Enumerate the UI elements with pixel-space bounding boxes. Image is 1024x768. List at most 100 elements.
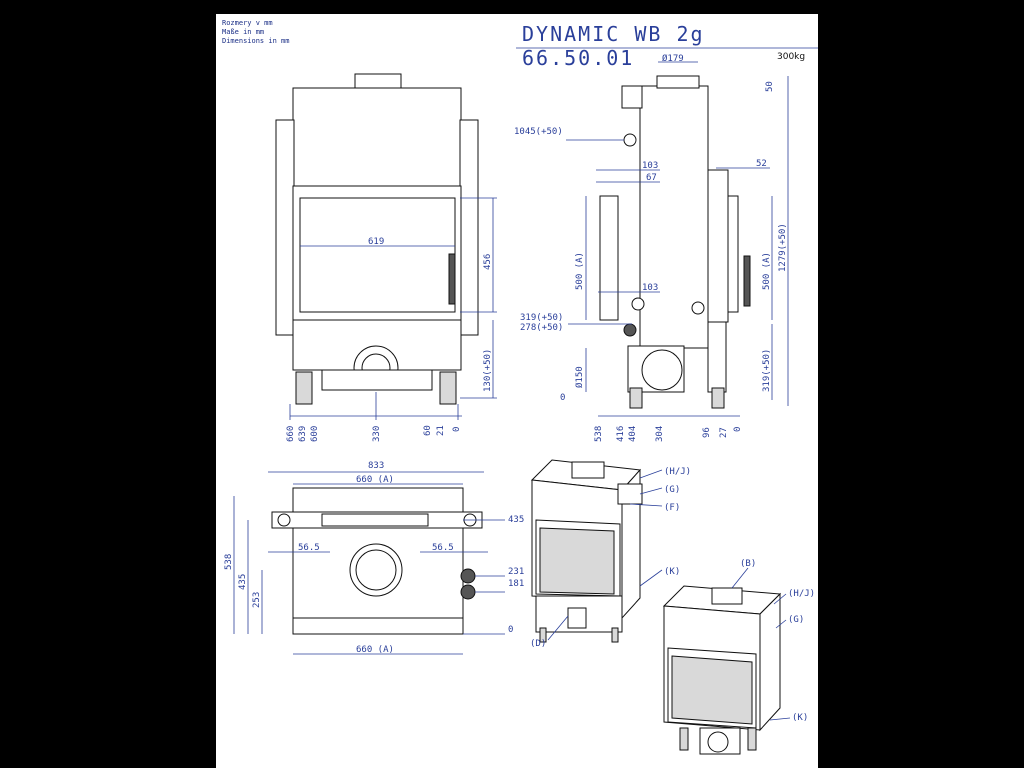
iso2-chamber [671, 655, 753, 725]
top-dim-181: 181 [508, 579, 524, 589]
side-bottom-27: 27 [719, 427, 729, 438]
side-dim-d150: Ø150 [574, 366, 585, 388]
side-dim-d179: Ø179 [662, 53, 684, 64]
top-dim-56a: 56.5 [298, 543, 320, 553]
side-port-1045 [623, 133, 637, 147]
top-dim-253: 253 [252, 592, 262, 608]
front-bottom-639: 639 [298, 426, 308, 442]
top-dim-538: 538 [224, 554, 234, 570]
side-dim-103a: 103 [642, 161, 658, 171]
front-legs-bar [321, 369, 433, 391]
iso1-callout-d: (D) [530, 639, 546, 649]
iso1-callout-k: (K) [664, 567, 680, 577]
side-port-319 [631, 297, 645, 311]
front-dim-456: 456 [483, 254, 493, 270]
units-line-de: Maße in mm [222, 28, 265, 36]
side-dim-1045: 1045(+50) [514, 127, 563, 137]
front-handle [448, 253, 456, 305]
side-dim-50: 50 [765, 81, 775, 92]
top-dim-56b: 56.5 [432, 543, 454, 553]
side-dim-zero: 0 [560, 393, 565, 403]
front-bottom-60: 60 [423, 425, 433, 436]
iso-view-1: (H/J) (G) (F) (K) (D) [530, 459, 691, 649]
side-water-jacket [599, 195, 619, 321]
front-dim-619: 619 [368, 237, 384, 247]
front-left-leg [295, 371, 313, 405]
iso-view-2: (B) (H/J) (G) (K) [662, 559, 815, 755]
front-door-frame [292, 185, 462, 321]
iso1-glass [539, 527, 615, 595]
iso2-callout-hj: (H/J) [788, 589, 815, 599]
side-dim-500b: 500 (A) [762, 252, 772, 290]
side-flue-collar [656, 75, 700, 89]
side-port-right [691, 301, 705, 315]
units-note: Rozmery v mm Maße in mm Dimensions in mm [222, 19, 289, 46]
iso2-flue [711, 587, 743, 605]
front-dim-130: 130(+50) [483, 349, 493, 392]
iso1-callout-g: (G) [664, 485, 680, 495]
top-port-181 [460, 584, 476, 600]
front-hood [292, 87, 462, 187]
top-dim-231: 231 [508, 567, 524, 577]
side-bottom-404: 404 [628, 426, 638, 442]
iso2-callout-k: (K) [792, 713, 808, 723]
side-door-frame [707, 169, 729, 323]
side-bottom-416: 416 [616, 426, 626, 442]
side-dim-1279: 1279(+50) [778, 223, 788, 272]
side-bottom-96: 96 [702, 427, 712, 438]
side-dim-103b: 103 [642, 283, 658, 293]
top-rear-strip [292, 617, 464, 635]
front-left-frame [275, 119, 295, 336]
side-glass [727, 195, 739, 313]
side-port-278 [623, 323, 637, 337]
top-dim-833: 833 [368, 461, 384, 471]
side-bottom-0: 0 [733, 427, 743, 432]
front-bottom-330: 330 [372, 426, 382, 442]
side-bottom-538: 538 [594, 426, 604, 442]
iso1-callout-hj: (H/J) [664, 467, 691, 477]
front-flue-collar [354, 73, 402, 89]
side-rear-leg-frame [707, 321, 727, 393]
side-dim-319b: 319(+50) [762, 349, 772, 392]
front-right-leg [439, 371, 457, 405]
top-dim-660a: 660 (A) [356, 475, 394, 485]
side-dim-500a: 500 (A) [575, 252, 585, 290]
side-air-inlet [641, 349, 683, 391]
iso1-base [535, 595, 623, 633]
weight-label: 300kg [777, 52, 806, 62]
side-bottom-304: 304 [655, 426, 665, 442]
side-air-flap [621, 85, 643, 109]
iso2-callout-g: (G) [788, 615, 804, 625]
front-view: 619 456 130(+50) 660 639 600 330 60 21 0 [275, 73, 497, 442]
top-flue-outlet [349, 543, 403, 597]
top-dim-660b: 660 (A) [356, 645, 394, 655]
iso1-flue [571, 461, 605, 479]
side-dim-67: 67 [646, 173, 657, 183]
units-line-sk: Rozmery v mm [222, 19, 273, 27]
drawing-title: DYNAMIC WB 2g 66.50.01 [522, 22, 705, 70]
side-dim-319a: 319(+50) [520, 313, 563, 323]
top-left-port [277, 513, 291, 527]
front-right-frame [459, 119, 479, 336]
top-dim-435b: 435 [508, 515, 524, 525]
front-bottom-660: 660 [286, 426, 296, 442]
units-line-en: Dimensions in mm [222, 37, 290, 45]
iso1-side [621, 468, 641, 620]
top-view: 833 660 (A) 660 (A) 56.5 56.5 538 435 25… [224, 461, 524, 655]
front-bottom-600: 600 [310, 426, 320, 442]
iso2-callout-b: (B) [740, 559, 756, 569]
front-bottom-21: 21 [436, 425, 446, 436]
side-front-leg [629, 387, 643, 409]
top-port-231 [460, 568, 476, 584]
iso1-callout-f: (F) [664, 503, 680, 513]
iso2-side [759, 592, 781, 732]
side-dim-278: 278(+50) [520, 323, 563, 333]
top-dim-435a: 435 [238, 574, 248, 590]
top-dim-zero: 0 [508, 625, 513, 635]
front-bottom-0: 0 [452, 427, 462, 432]
side-rear-leg [711, 387, 725, 409]
side-view: Ø179 1045(+50) 103 67 52 500 (A) 500 (A)… [514, 53, 789, 442]
side-handle [743, 255, 751, 307]
side-dim-52: 52 [756, 159, 767, 169]
